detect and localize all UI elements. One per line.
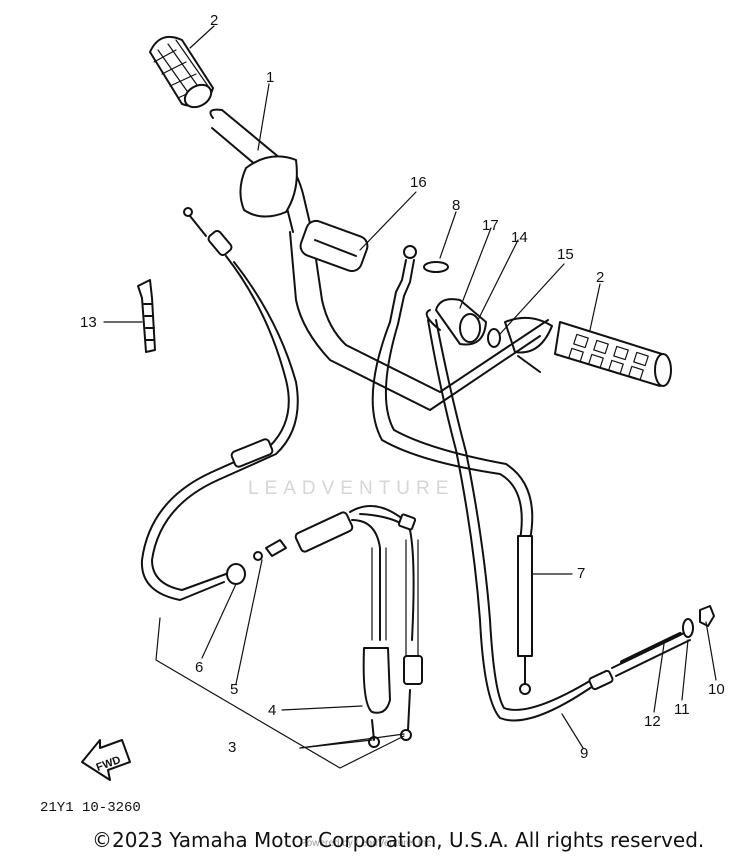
throttle-housing bbox=[299, 219, 369, 273]
callout-2-right: 2 bbox=[596, 269, 605, 286]
callout-6: 6 bbox=[195, 659, 204, 676]
callout-2-left: 2 bbox=[210, 12, 219, 29]
callout-7: 7 bbox=[577, 565, 586, 582]
callout-3: 3 bbox=[228, 739, 237, 756]
clutch-cable bbox=[140, 207, 299, 601]
callout-1: 1 bbox=[266, 69, 275, 86]
bolt bbox=[423, 261, 449, 273]
callout-4: 4 bbox=[268, 702, 277, 719]
throttle-cables bbox=[294, 505, 423, 748]
copyright: ©2023 Yamaha Motor Corporation, U.S.A. A… bbox=[92, 828, 705, 852]
left-grip bbox=[149, 36, 214, 109]
handlebar bbox=[209, 108, 549, 411]
callout-5: 5 bbox=[230, 681, 239, 698]
adjuster-parts bbox=[620, 605, 715, 664]
callout-14: 14 bbox=[511, 229, 528, 246]
leader-lines bbox=[103, 25, 717, 769]
cable-7 bbox=[371, 245, 534, 695]
watermark-small: Powered by LeadVenture, Inc. bbox=[300, 838, 434, 849]
callout-17: 17 bbox=[482, 217, 499, 234]
switch-assembly bbox=[435, 298, 553, 373]
diagram-code: 21Y1 10-3260 bbox=[40, 800, 141, 816]
fwd-arrow-icon bbox=[81, 739, 131, 781]
right-grip bbox=[554, 321, 672, 387]
callout-12: 12 bbox=[644, 713, 661, 730]
callout-15: 15 bbox=[557, 246, 574, 263]
callout-9: 9 bbox=[580, 745, 589, 762]
callout-8: 8 bbox=[452, 197, 461, 214]
callout-11: 11 bbox=[674, 701, 690, 718]
callout-10: 10 bbox=[708, 681, 725, 698]
callout-16: 16 bbox=[410, 174, 427, 191]
watermark: LEADVENTURE bbox=[248, 478, 455, 499]
callout-13: 13 bbox=[80, 314, 97, 331]
cable-strap bbox=[137, 279, 156, 353]
